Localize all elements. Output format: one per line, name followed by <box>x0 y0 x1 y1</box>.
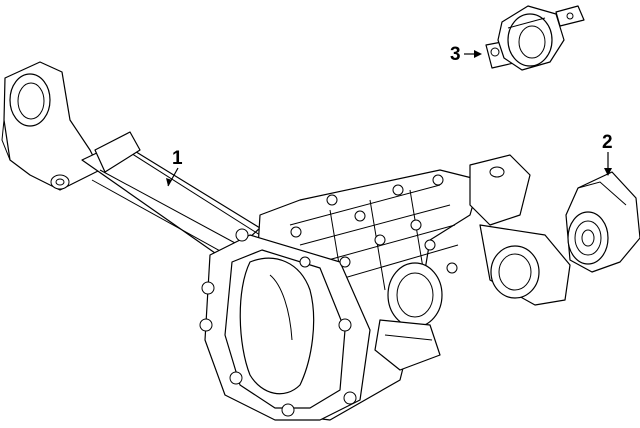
callout-2: 2 <box>602 132 613 176</box>
callout-label-3: 3 <box>450 44 461 65</box>
callout-3: 3 <box>450 44 482 65</box>
bracket-part-3 <box>485 5 585 71</box>
callout-label-2: 2 <box>602 132 613 153</box>
callout-label-1: 1 <box>172 148 183 169</box>
callout-1: 1 <box>166 148 183 187</box>
differential-housing <box>204 154 571 421</box>
axle-housing <box>1 61 261 263</box>
bushing-part-2 <box>565 171 640 273</box>
housing-bolts <box>199 174 458 417</box>
